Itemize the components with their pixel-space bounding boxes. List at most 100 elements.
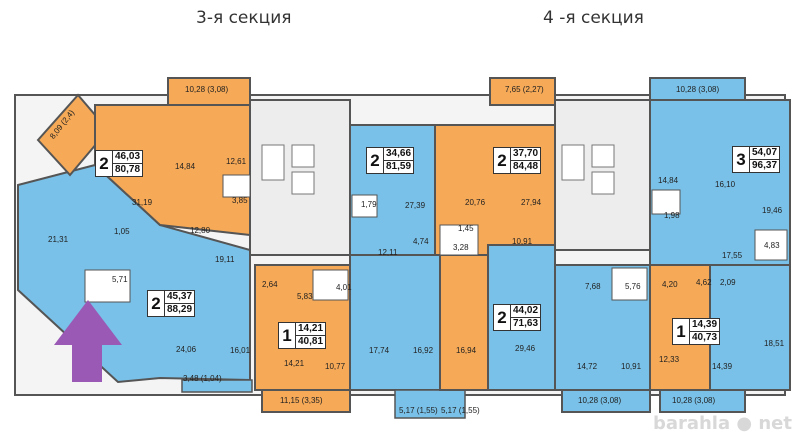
room-area-label: 14,72: [577, 362, 598, 371]
stairs-4: [561, 144, 585, 181]
watermark: barahla ● net: [652, 413, 792, 434]
balcony-bottom-3: [261, 389, 351, 413]
rooms-count: 2: [99, 153, 109, 173]
total-area: 80,78: [115, 164, 141, 175]
room-area-label: 18,51: [764, 339, 785, 348]
room-area-label: 10,28 (3,08): [578, 396, 622, 405]
apartment-blue-right4: [709, 264, 791, 391]
room-area-label: 1,79: [361, 200, 377, 209]
rooms-count: 1: [676, 321, 686, 341]
room-area-label: 12,61: [226, 157, 247, 166]
room-area-label: 10,77: [325, 362, 346, 371]
room-area-label: 12,33: [659, 355, 680, 364]
living-area: 34,66: [384, 148, 414, 161]
room-area-label: 3,85: [232, 196, 248, 205]
entrance-arrow-icon: [54, 300, 122, 382]
room-area-label: 29,46: [515, 344, 536, 353]
room-area-label: 4,62: [696, 278, 712, 287]
room-area-label: 14,84: [658, 176, 679, 185]
room-area-label: 3,28: [453, 243, 469, 252]
room-area-label: 4,01: [336, 283, 352, 292]
total-area: 71,63: [513, 318, 539, 329]
room-area-label: 7,68: [585, 282, 601, 291]
balcony-bottom-4b: [659, 389, 746, 413]
room-area-label: 5,71: [112, 275, 128, 284]
room-area-label: 12,80: [190, 226, 211, 235]
balcony-bottom-mid: [394, 389, 466, 419]
room-area-label: 1,98: [664, 211, 680, 220]
rooms-count: 2: [370, 150, 380, 170]
bathroom: [351, 194, 378, 218]
room-area-label: 10,91: [512, 237, 533, 246]
room-area-label: 14,84: [175, 162, 196, 171]
room-area-label: 19,11: [215, 255, 235, 264]
balcony-top-4b: [649, 77, 746, 101]
room-area-label: 5,83: [297, 292, 313, 301]
rooms-count: 2: [497, 307, 507, 327]
room-area-label: 20,76: [465, 198, 486, 207]
rooms-count: 1: [282, 325, 292, 345]
bathroom: [222, 174, 251, 198]
living-area: 37,70: [511, 148, 541, 161]
total-area: 40,73: [692, 332, 718, 343]
total-area: 81,59: [386, 161, 412, 172]
room-area-label: 27,39: [405, 201, 426, 210]
elevator-3: [291, 144, 315, 168]
room-area-label: 5,76: [625, 282, 641, 291]
room-area-label: 10,28 (3,08): [185, 85, 229, 94]
elevator-3b: [291, 171, 315, 195]
room-area-label: 10,28 (3,08): [672, 396, 716, 405]
room-area-label: 14,39: [712, 362, 733, 371]
bathroom: [312, 269, 349, 301]
apartment-orange-bottom4: [439, 254, 489, 391]
bathroom: [651, 189, 681, 215]
room-area-label: 2,64: [262, 280, 278, 289]
room-area-label: 19,46: [762, 206, 783, 215]
elevator-4: [591, 144, 615, 168]
room-area-label: 3,48 (1,04): [183, 374, 222, 383]
room-area-label: 1,45: [458, 224, 474, 233]
rooms-count: 2: [151, 293, 161, 313]
total-area: 96,37: [752, 160, 778, 171]
room-area-label: 27,94: [521, 198, 542, 207]
living-area: 14,21: [296, 323, 326, 336]
living-area: 54,07: [750, 147, 780, 160]
room-area-label: 17,55: [722, 251, 743, 260]
total-area: 84,48: [513, 161, 539, 172]
rooms-count: 2: [497, 150, 507, 170]
room-area-label: 16,01: [230, 346, 251, 355]
bathroom: [84, 269, 131, 303]
room-area-label: 1,05: [114, 227, 130, 236]
living-area: 44,02: [511, 305, 541, 318]
room-area-label: 16,10: [715, 180, 736, 189]
balcony-top-4a: [489, 77, 556, 106]
room-area-label: 11,15 (3,35): [280, 396, 323, 405]
room-area-label: 12,11: [378, 248, 398, 257]
room-area-label: 17,74: [369, 346, 390, 355]
balcony-bottom-4a: [561, 389, 651, 413]
room-area-label: 10,28 (3,08): [676, 85, 720, 94]
room-area-label: 14,21: [284, 359, 305, 368]
room-area-label: 5,17 (1,55): [399, 406, 438, 415]
living-area: 14,39: [690, 319, 720, 332]
living-area: 45,37: [165, 291, 195, 304]
room-area-label: 24,06: [176, 345, 197, 354]
room-area-label: 16,94: [456, 346, 477, 355]
apartment-blue-bottom3: [349, 254, 441, 391]
balcony-bottom-left: [181, 379, 253, 393]
room-area-label: 10,91: [621, 362, 642, 371]
apartment-blue-mid3: [349, 124, 436, 256]
living-area: 46,03: [113, 151, 143, 164]
room-area-label: 4,83: [764, 241, 780, 250]
room-area-label: 4,74: [413, 237, 429, 246]
bathroom: [611, 267, 648, 301]
room-area-label: 2,09: [720, 278, 736, 287]
